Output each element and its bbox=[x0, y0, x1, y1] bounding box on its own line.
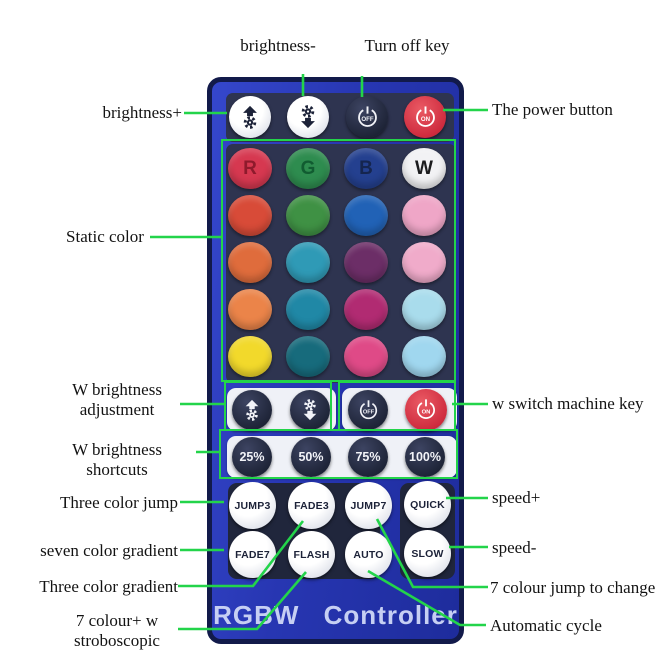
color-button-1-4[interactable]: W bbox=[402, 148, 446, 189]
label-w-switch-machine-key: w switch machine key bbox=[492, 394, 644, 413]
color-button-2-3[interactable] bbox=[344, 195, 388, 236]
w-brightness-down-button[interactable] bbox=[290, 390, 330, 430]
shortcut-25-button[interactable]: 25% bbox=[232, 437, 272, 477]
jump3-button[interactable]: JUMP3 bbox=[229, 482, 276, 529]
color-button-2-2[interactable] bbox=[286, 195, 330, 236]
color-button-4-4[interactable] bbox=[402, 289, 446, 330]
label-speed-plus: speed+ bbox=[492, 488, 541, 507]
label-turn-off-key: Turn off key bbox=[364, 36, 450, 55]
svg-text:OFF: OFF bbox=[361, 115, 374, 122]
color-button-1-3[interactable]: B bbox=[344, 148, 388, 189]
color-button-4-1[interactable] bbox=[228, 289, 272, 330]
w-power-off-icon: OFF bbox=[359, 399, 377, 419]
color-button-1-1[interactable]: R bbox=[228, 148, 272, 189]
jump7-button[interactable]: JUMP7 bbox=[345, 482, 392, 529]
color-button-3-1[interactable] bbox=[228, 242, 272, 283]
label-three-color-gradient: Three color gradient bbox=[39, 577, 178, 596]
brightness-down-icon bbox=[301, 105, 315, 129]
color-button-5-2[interactable] bbox=[286, 336, 330, 377]
svg-text:ON: ON bbox=[420, 115, 430, 122]
color-button-2-1[interactable] bbox=[228, 195, 272, 236]
color-button-3-3[interactable] bbox=[344, 242, 388, 283]
label-brightness-plus: brightness+ bbox=[102, 103, 182, 122]
turn-off-button[interactable]: OFF bbox=[346, 96, 388, 138]
label-power-button: The power button bbox=[492, 100, 613, 119]
fade3-button[interactable]: FADE3 bbox=[288, 482, 335, 529]
label-seven-colour-stroboscopic: 7 colour+ w stroboscopic bbox=[74, 611, 160, 651]
w-off-button[interactable]: OFF bbox=[348, 390, 388, 430]
shortcut-75-button[interactable]: 75% bbox=[348, 437, 388, 477]
shortcut-100-button[interactable]: 100% bbox=[405, 437, 445, 477]
power-on-icon: ON bbox=[415, 105, 435, 127]
auto-button[interactable]: AUTO bbox=[345, 531, 392, 578]
color-button-3-4[interactable] bbox=[402, 242, 446, 283]
w-brightness-up-icon bbox=[245, 399, 259, 421]
label-automatic-cycle: Automatic cycle bbox=[490, 616, 602, 635]
shortcut-50-button[interactable]: 50% bbox=[291, 437, 331, 477]
label-seven-colour-jump-to-change: 7 colour jump to change bbox=[490, 578, 656, 597]
color-button-5-3[interactable] bbox=[344, 336, 388, 377]
quick-button[interactable]: QUICK bbox=[404, 481, 451, 528]
brightness-up-icon bbox=[243, 105, 257, 129]
brightness-down-button[interactable] bbox=[287, 96, 329, 138]
color-button-3-2[interactable] bbox=[286, 242, 330, 283]
color-button-5-1[interactable] bbox=[228, 336, 272, 377]
brightness-up-button[interactable] bbox=[229, 96, 271, 138]
label-w-brightness-shortcuts: W brightness shortcuts bbox=[72, 440, 162, 480]
w-power-on-icon: ON bbox=[417, 399, 435, 420]
label-w-brightness-adjustment: W brightness adjustment bbox=[72, 380, 162, 420]
w-on-button[interactable]: ON bbox=[405, 389, 447, 431]
fade7-button[interactable]: FADE7 bbox=[229, 531, 276, 578]
color-button-2-4[interactable] bbox=[402, 195, 446, 236]
flash-button[interactable]: FLASH bbox=[288, 531, 335, 578]
label-speed-minus: speed- bbox=[492, 538, 537, 557]
svg-text:ON: ON bbox=[422, 409, 431, 415]
color-button-4-2[interactable] bbox=[286, 289, 330, 330]
color-button-5-4[interactable] bbox=[402, 336, 446, 377]
slow-button[interactable]: SLOW bbox=[404, 530, 451, 577]
turn-on-button[interactable]: ON bbox=[404, 96, 446, 138]
color-button-4-3[interactable] bbox=[344, 289, 388, 330]
svg-text:OFF: OFF bbox=[362, 409, 374, 415]
label-static-color: Static color bbox=[66, 227, 144, 246]
label-brightness-minus: brightness- bbox=[240, 36, 316, 55]
brand-text: RGBW Controller bbox=[213, 600, 458, 630]
w-brightness-down-icon bbox=[303, 399, 317, 421]
power-off-icon: OFF bbox=[357, 105, 377, 127]
w-brightness-up-button[interactable] bbox=[232, 390, 272, 430]
color-button-1-2[interactable]: G bbox=[286, 148, 330, 189]
label-three-color-jump: Three color jump bbox=[59, 493, 178, 512]
label-seven-color-gradient: seven color gradient bbox=[40, 541, 178, 560]
